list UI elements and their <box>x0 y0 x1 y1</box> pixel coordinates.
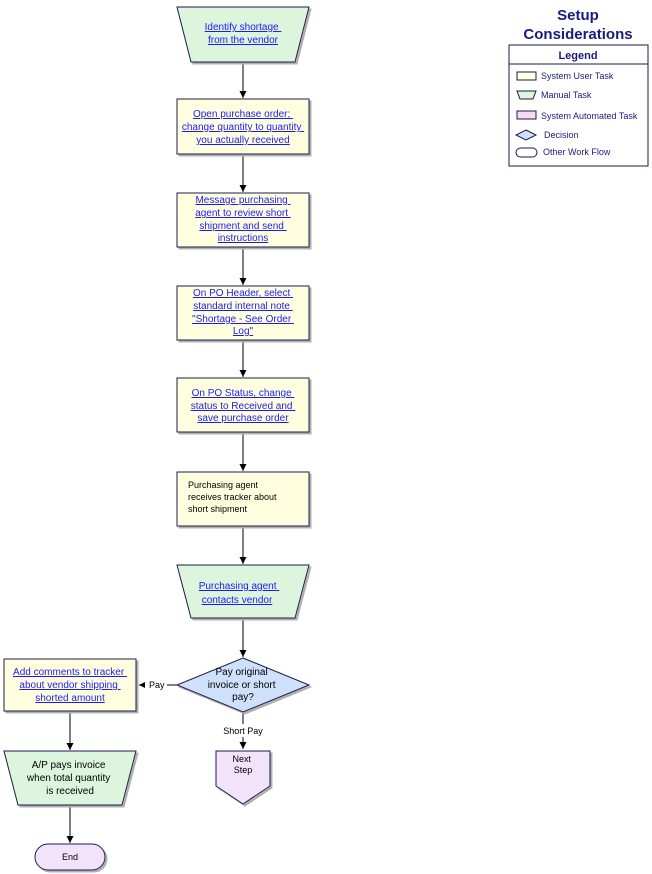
step-text[interactable]: shipment and send <box>199 221 284 232</box>
step-text[interactable]: you actually received <box>196 135 289 146</box>
system-user-task-po-status-received[interactable]: On PO Status, change status to Received … <box>176 377 310 433</box>
step-text[interactable]: agent to review short <box>195 208 288 219</box>
legend-swatch-system-automated-task <box>516 110 537 120</box>
legend-title: Legend <box>558 50 597 62</box>
step-text[interactable]: Message purchasing <box>195 195 287 206</box>
connectors <box>66 62 247 843</box>
legend: Legend System User Task Manual Task Syst… <box>508 44 649 167</box>
legend-swatch-other-work-flow <box>515 147 538 158</box>
end-terminator: End <box>34 843 106 871</box>
step-text[interactable]: shorted amount <box>35 693 105 704</box>
legend-label: Decision <box>544 130 579 140</box>
step-text[interactable]: Identify shortage <box>205 22 279 33</box>
step-text[interactable]: status to Received and <box>191 401 293 412</box>
manual-task-ap-pays-invoice: A/P pays invoice when total quantity is … <box>3 750 137 806</box>
pay-label-bg <box>145 678 167 691</box>
step-text[interactable]: from the vendor <box>208 35 279 46</box>
svg-text:On PO Status, change sta: On PO Status, change status to Received … <box>191 388 296 424</box>
svg-text:Purchasing agent contact: Purchasing agent contacts vendor <box>199 581 280 606</box>
step-text[interactable]: contacts vendor <box>202 595 273 606</box>
system-user-task-message-purchasing-agent[interactable]: Message purchasing agent to review short… <box>176 192 310 248</box>
next-step-text: Step <box>234 765 253 775</box>
step-text[interactable]: On PO Status, change <box>192 388 292 399</box>
step-text[interactable]: about vendor shipping <box>19 680 117 691</box>
setup-title-line-1: Setup <box>557 7 599 24</box>
legend-swatch-system-user-task <box>516 71 537 81</box>
next-step-connector[interactable]: Next Step <box>215 750 271 805</box>
decision-text: Pay original <box>215 667 267 678</box>
svg-text:A/P pays invoice when to: A/P pays invoice when total quantity is … <box>26 760 113 797</box>
decision-pay-original-or-short: Pay original invoice or short pay? <box>175 657 311 713</box>
step-text[interactable]: "Shortage - See Order <box>192 314 292 325</box>
step-text[interactable]: On PO Header, select <box>193 288 290 299</box>
step-text[interactable]: instructions <box>218 233 269 244</box>
legend-label: System Automated Task <box>541 111 638 121</box>
step-text[interactable]: Log" <box>233 326 254 337</box>
manual-task-identify-shortage[interactable]: Identify shortage from the vendor <box>176 6 310 63</box>
short-pay-branch-label: Short Pay <box>223 726 263 736</box>
svg-text:Pay original invoice or: Pay original invoice or short pay? <box>208 667 279 703</box>
step-text: receives tracker about <box>188 492 277 502</box>
step-text: when total quantity <box>26 773 110 784</box>
step-text[interactable]: Open purchase order; <box>193 109 290 120</box>
pay-branch-label: Pay <box>149 680 165 690</box>
step-text[interactable]: change quantity to quantity <box>182 122 302 133</box>
manual-task-agent-contacts-vendor[interactable]: Purchasing agent contacts vendor <box>176 564 310 619</box>
svg-text:Open purchase order; cha: Open purchase order; change quantity to … <box>182 109 304 146</box>
svg-text:Identify shortage from t: Identify shortage from the vendor <box>205 22 282 46</box>
system-user-task-add-comments[interactable]: Add comments to tracker about vendor shi… <box>3 658 137 712</box>
decision-text: invoice or short <box>208 680 276 691</box>
step-text: A/P pays invoice <box>32 760 106 771</box>
system-user-task-agent-receives-tracker: Purchasing agent receives tracker about … <box>176 471 310 527</box>
step-text: Purchasing agent <box>188 480 259 490</box>
legend-label: System User Task <box>541 71 614 81</box>
step-text[interactable]: Purchasing agent <box>199 581 277 592</box>
svg-text:On PO Header, select sta: On PO Header, select standard internal n… <box>192 288 294 337</box>
svg-text:Next Step: Next Step <box>232 754 253 775</box>
system-user-task-po-header-note[interactable]: On PO Header, select standard internal n… <box>176 285 310 341</box>
step-text[interactable]: standard internal note <box>193 301 290 312</box>
svg-text:Message purchasing agent: Message purchasing agent to review short… <box>195 195 291 244</box>
svg-text:Add comments to tracker: Add comments to tracker about vendor shi… <box>13 667 127 704</box>
next-step-text: Next <box>232 754 251 764</box>
legend-swatch-decision <box>514 129 538 141</box>
svg-text:Purchasing agent receive: Purchasing agent receives tracker about … <box>188 480 279 514</box>
end-text: End <box>62 852 78 862</box>
step-text: short shipment <box>188 504 248 514</box>
legend-label: Manual Task <box>541 90 592 100</box>
step-text: is received <box>46 786 94 797</box>
system-user-task-open-purchase-order[interactable]: Open purchase order; change quantity to … <box>176 98 310 155</box>
setup-title-line-2: Considerations <box>523 26 632 43</box>
legend-label: Other Work Flow <box>543 147 611 157</box>
short-pay-label-bg <box>220 724 266 737</box>
legend-swatch-manual-task <box>516 90 537 100</box>
step-text[interactable]: save purchase order <box>197 413 289 424</box>
step-text[interactable]: Add comments to tracker <box>13 667 125 678</box>
decision-text: pay? <box>232 692 254 703</box>
